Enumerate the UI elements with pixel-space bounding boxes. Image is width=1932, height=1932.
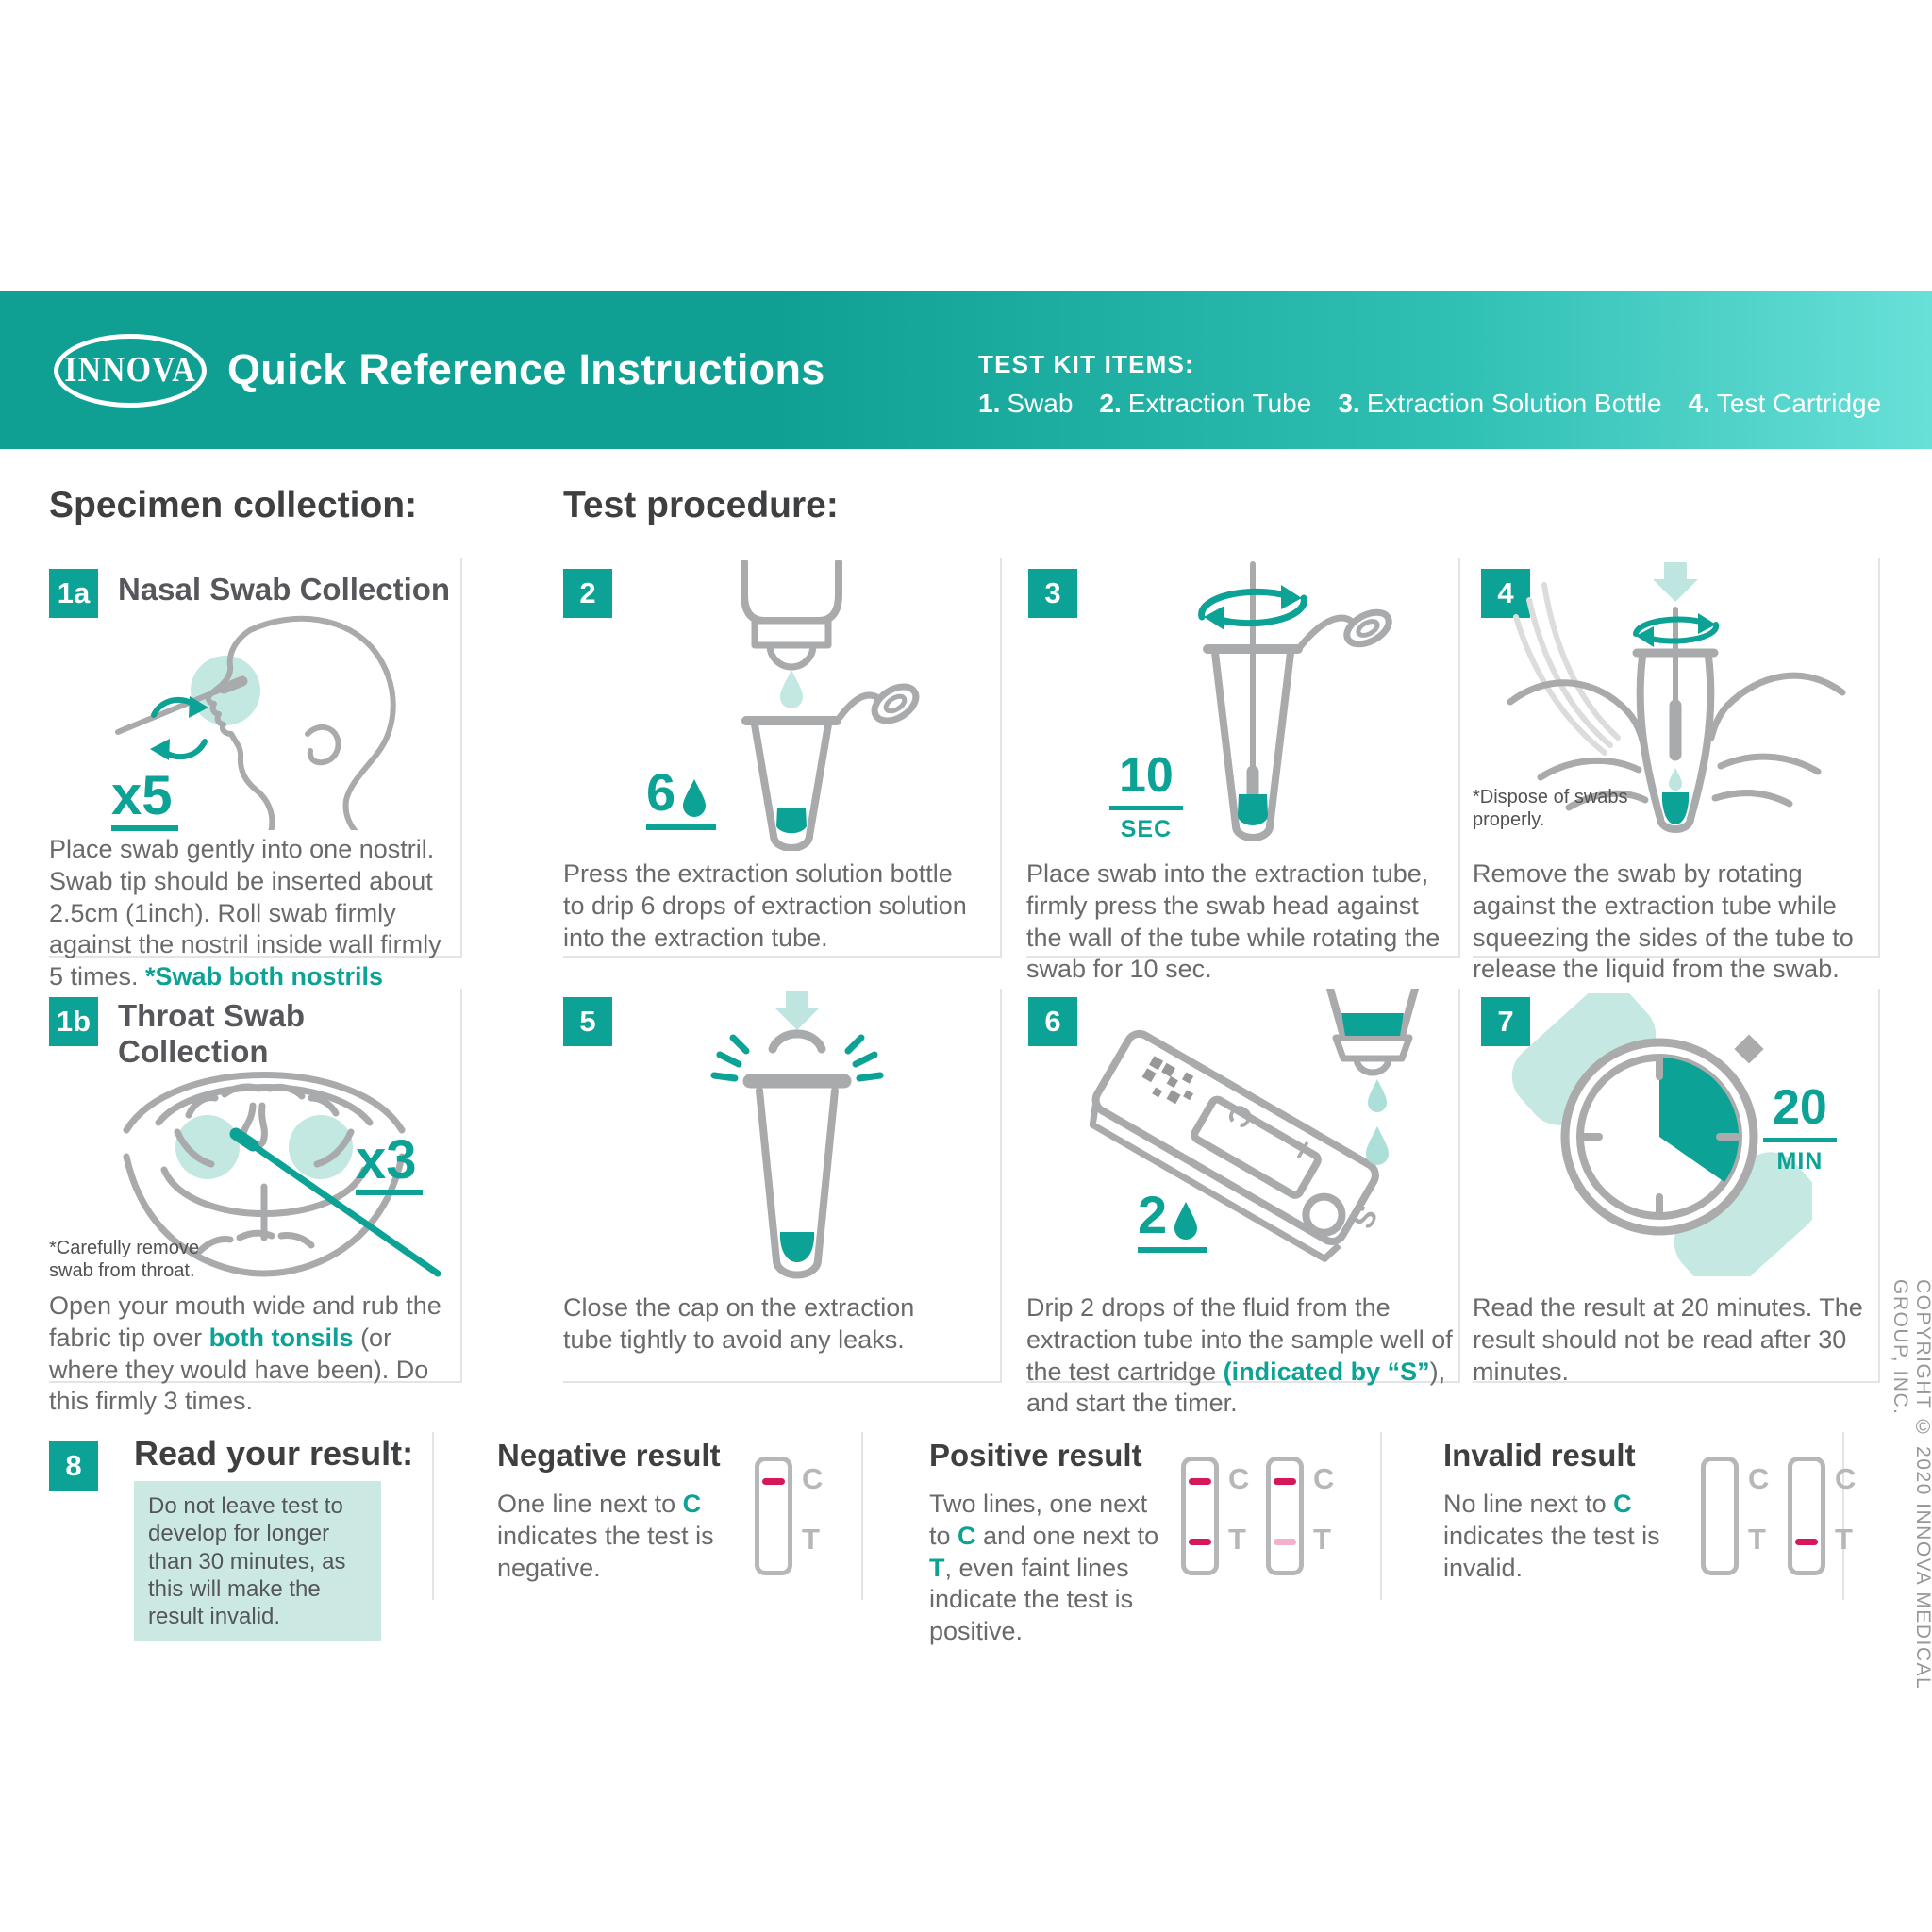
c-line <box>1189 1478 1211 1485</box>
step-6-panel: 6 C T S <box>1026 989 1460 1417</box>
kit-item: 4.Test Cartridge <box>1688 389 1882 418</box>
test-strip <box>755 1457 792 1575</box>
kit-item: 3.Extraction Solution Bottle <box>1338 389 1662 418</box>
step-7-panel: 7 20 MIN Read the result at 20 minutes. … <box>1473 989 1880 1386</box>
step-6-badge: 6 <box>1028 997 1077 1046</box>
c-line <box>1274 1478 1296 1485</box>
header-band <box>0 291 1932 449</box>
positive-strip-strong: C T <box>1181 1457 1268 1581</box>
invalid-result-title: Invalid result <box>1443 1438 1636 1473</box>
step-6-text: Drip 2 drops of the fluid from the extra… <box>1026 1293 1453 1418</box>
step-1b-panel: 1b Throat Swab Collection x3 *Careful <box>49 989 462 1415</box>
step-8-badge: 8 <box>49 1441 98 1491</box>
invalid-result-panel: Invalid result No line next to C indicat… <box>1443 1432 1856 1600</box>
step-5-badge: 5 <box>563 997 612 1046</box>
step-1b-title: Throat Swab Collection <box>118 998 306 1069</box>
step-2-panel: 2 6 Press the extraction solution bottle… <box>563 558 1002 958</box>
innova-logo-text: INNOVA <box>64 350 196 391</box>
t-label: T <box>1228 1523 1246 1556</box>
step-1b-note: *Carefully remove swab from throat. <box>49 1238 199 1281</box>
step-1b-badge: 1b <box>49 997 98 1046</box>
step-8-panel: 8 Read your result: Do not leave test to… <box>49 1432 434 1642</box>
ten-sec-label: 10 SEC <box>1109 751 1183 843</box>
c-label: C <box>1835 1462 1857 1495</box>
kit-item: 1.Swab <box>978 389 1074 418</box>
step-4-badge: 4 <box>1481 569 1530 618</box>
test-strip <box>1701 1457 1739 1575</box>
positive-strip-faint: C T <box>1266 1457 1353 1581</box>
step-4-panel: 4 <box>1473 558 1880 983</box>
c-label: C <box>1313 1462 1335 1495</box>
kit-title: TEST KIT ITEMS: <box>978 350 1194 378</box>
six-drops-label: 6 <box>646 766 717 830</box>
result-warning-note: Do not leave test to develop for longer … <box>134 1481 381 1642</box>
step-5-panel: 5 Close the cap on the extraction tube t… <box>563 989 1002 1383</box>
invalid-strip-blank: C T <box>1701 1457 1788 1581</box>
throat-swab-illustration <box>123 1072 441 1277</box>
c-label: C <box>1228 1462 1250 1495</box>
step-1a-badge: 1a <box>49 569 98 618</box>
positive-result-panel: Positive result Two lines, one next to C… <box>929 1432 1382 1645</box>
t-line-faint <box>1274 1539 1296 1545</box>
t-label: T <box>1748 1523 1766 1556</box>
c-label: C <box>802 1462 824 1495</box>
positive-result-text: Two lines, one next to C and one next to… <box>929 1490 1159 1645</box>
step-5-text: Close the cap on the extraction tube tig… <box>563 1293 915 1354</box>
t-line <box>1795 1539 1818 1545</box>
t-label: T <box>802 1523 820 1556</box>
copyright-notice: COPYRIGHT © 2020 INNOVA MEDICAL GROUP, I… <box>1890 1279 1932 1690</box>
kit-items-list: 1.Swab 2.Extraction Tube 3.Extraction So… <box>978 389 1881 419</box>
innova-logo: INNOVA <box>54 334 207 408</box>
drop-icon <box>683 778 707 817</box>
negative-strip: C T <box>755 1457 841 1581</box>
step-3-text: Place swab into the extraction tube, fir… <box>1026 859 1441 984</box>
timer-watch-illustration <box>1511 993 1812 1276</box>
step-1a-text: Place swab gently into one nostril. Swab… <box>49 835 441 991</box>
positive-result-title: Positive result <box>929 1438 1142 1473</box>
t-label: T <box>1313 1523 1331 1556</box>
step-4-note: *Dispose of swabs properly. <box>1473 787 1628 830</box>
negative-result-text: One line next to C indicates the test is… <box>497 1490 714 1582</box>
kit-item: 2.Extraction Tube <box>1099 389 1312 418</box>
twenty-min-label: 20 MIN <box>1763 1083 1837 1175</box>
step-3-badge: 3 <box>1028 569 1077 618</box>
close-cap-illustration <box>710 991 884 1279</box>
step-7-text: Read the result at 20 minutes. The resul… <box>1473 1293 1863 1386</box>
negative-result-panel: Negative result One line next to C indic… <box>497 1432 863 1600</box>
step-1b-text: Open your mouth wide and rub the fabric … <box>49 1291 441 1416</box>
specimen-collection-heading: Specimen collection: <box>49 485 418 525</box>
step-2-text: Press the extraction solution bottle to … <box>563 859 967 952</box>
repeat-x3: x3 <box>356 1132 423 1196</box>
negative-result-title: Negative result <box>497 1438 721 1473</box>
read-result-title: Read your result: <box>134 1434 414 1473</box>
t-label: T <box>1835 1523 1853 1556</box>
t-line <box>1189 1539 1211 1545</box>
test-procedure-heading: Test procedure: <box>563 485 839 525</box>
test-strip <box>1788 1457 1825 1575</box>
test-cartridge-illustration: C T S <box>1089 989 1419 1262</box>
test-strip <box>1181 1457 1219 1575</box>
step-2-badge: 2 <box>563 569 612 618</box>
step-7-badge: 7 <box>1481 997 1530 1046</box>
nasal-swab-illustration <box>115 615 396 830</box>
step-4-text: Remove the swab by rotating against the … <box>1473 859 1854 984</box>
c-label: C <box>1748 1462 1770 1495</box>
swab-rotation-illustration <box>1198 561 1392 841</box>
c-line <box>762 1478 785 1485</box>
step-3-panel: 3 10 SEC Place swab <box>1026 558 1460 983</box>
test-strip <box>1266 1457 1304 1575</box>
repeat-x5: x5 <box>111 768 178 832</box>
solution-bottle-illustration <box>741 560 920 851</box>
test-kit-items: TEST KIT ITEMS: 1.Swab 2.Extraction Tube… <box>978 350 1881 419</box>
drop-icon <box>1174 1201 1198 1240</box>
page-title: Quick Reference Instructions <box>227 345 825 393</box>
invalid-result-text: No line next to C indicates the test is … <box>1443 1490 1660 1582</box>
step-1a-panel: 1a Nasal Swab Collection x5 Place swab g… <box>49 558 462 991</box>
step-1a-title: Nasal Swab Collection <box>118 572 451 607</box>
two-drops-label: 2 <box>1138 1189 1208 1253</box>
remove-swab-illustration <box>1507 562 1846 833</box>
invalid-strip-t-only: C T <box>1788 1457 1874 1581</box>
